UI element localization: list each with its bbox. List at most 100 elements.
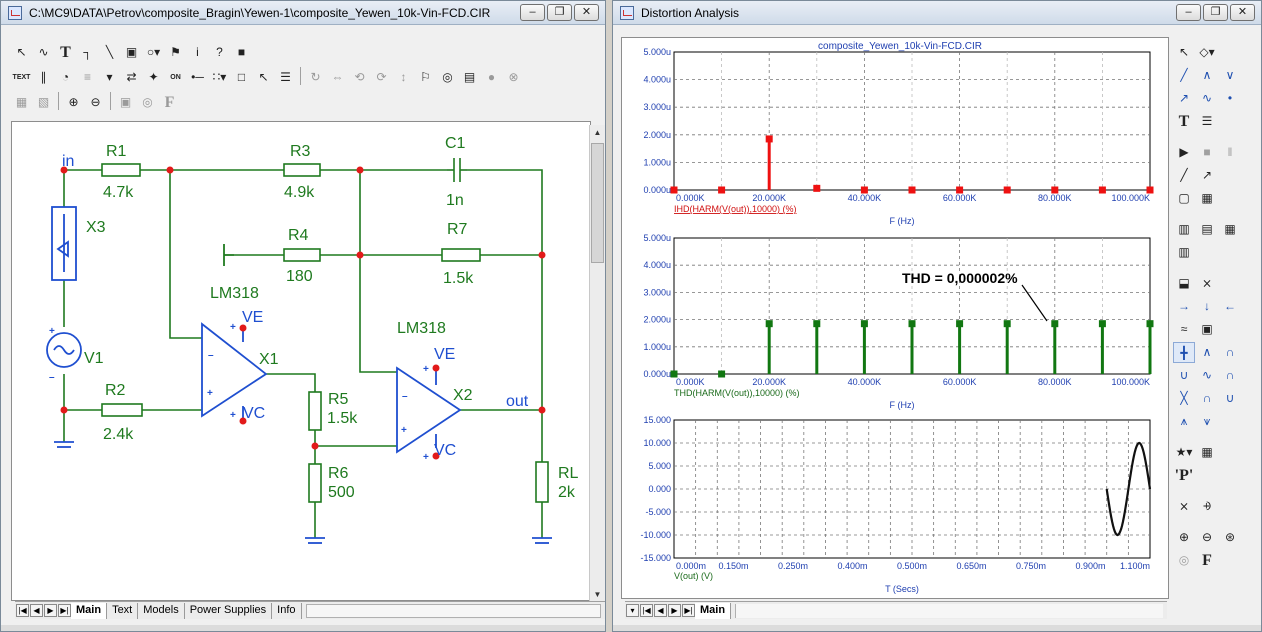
page-icon[interactable]: ▤ — [463, 69, 476, 84]
resistor-r6[interactable] — [308, 463, 322, 503]
close-button[interactable]: ✕ — [574, 4, 599, 21]
prev-page-icon[interactable]: ◀ — [30, 604, 43, 617]
zoom-out-icon[interactable]: ⊖ — [1201, 529, 1213, 544]
component-icon[interactable]: ▣ — [125, 44, 138, 59]
run-icon[interactable]: ▶ — [1179, 144, 1189, 159]
power-flow-icon[interactable]: ⇄ — [126, 69, 137, 84]
zoom-fit-icon[interactable]: ⊛ — [1224, 529, 1236, 544]
close-button[interactable]: ✕ — [1230, 4, 1255, 21]
grid-icon[interactable]: ▦ — [1201, 190, 1213, 205]
resistor-rl[interactable] — [535, 461, 549, 503]
flag-icon[interactable]: ⚑ — [170, 44, 181, 59]
probe-x3[interactable] — [51, 206, 77, 281]
tab-text[interactable]: Text — [107, 602, 139, 619]
inflection-icon[interactable]: ∿ — [1201, 90, 1213, 105]
peak-find-icon[interactable]: ∧ — [1202, 344, 1212, 359]
wire-tool-icon[interactable]: ∿ — [38, 44, 49, 59]
next-page-icon[interactable]: ▶ — [668, 604, 681, 617]
minimize-button[interactable]: – — [1176, 4, 1201, 21]
stop-icon[interactable]: ■ — [1203, 144, 1211, 159]
binoculars-icon[interactable]: ◎ — [442, 69, 453, 84]
opamp-x1[interactable] — [201, 322, 268, 418]
last-page-icon[interactable]: ▶| — [682, 604, 695, 617]
cursor-right-icon[interactable]: ← — [1224, 298, 1236, 313]
device-state-icon[interactable]: ✦ — [148, 69, 159, 84]
wave-icon[interactable]: ∿ — [1201, 367, 1213, 382]
peak-icon[interactable]: ∧ — [1202, 67, 1212, 82]
text-tool-icon[interactable]: T — [1178, 112, 1190, 130]
grid-full-icon[interactable]: ▦ — [1224, 221, 1236, 236]
point-icon[interactable]: • — [1227, 90, 1233, 105]
border-icon[interactable]: □ — [237, 69, 246, 84]
tangent-icon[interactable]: ╱ — [1180, 67, 1188, 82]
cut-icon[interactable]: ▦ — [15, 94, 28, 109]
on-off-icon[interactable]: ON — [170, 73, 181, 81]
voltage-source-v1[interactable] — [46, 332, 82, 368]
globe-icon[interactable]: ◎ — [142, 94, 153, 109]
select-arrow-icon[interactable]: ↖ — [1178, 44, 1190, 59]
scroll-up-icon[interactable]: ▲ — [593, 128, 602, 137]
dropdown-arrow-icon[interactable]: ▾ — [106, 69, 113, 84]
next-page-icon[interactable]: ▶ — [44, 604, 57, 617]
crossing-icon[interactable]: ⨯ — [1201, 275, 1213, 290]
scroll-thumb[interactable] — [591, 143, 604, 263]
shape-dropdown-icon[interactable]: ○▾ — [146, 44, 161, 59]
resistor-r1[interactable] — [101, 163, 141, 177]
p-key-icon[interactable]: 'P' — [1174, 466, 1194, 484]
maximize-button[interactable]: ❐ — [1203, 4, 1228, 21]
info-icon[interactable]: i — [196, 44, 199, 59]
camera-icon[interactable]: ▣ — [119, 94, 132, 109]
pause-icon[interactable]: ‖ — [1227, 144, 1233, 159]
tab-main[interactable]: Main — [71, 602, 108, 619]
minimize-button[interactable]: – — [520, 4, 545, 21]
flip-y-icon[interactable]: ⟳ — [376, 69, 387, 84]
tab-models[interactable]: Models — [138, 602, 185, 619]
rise-icon[interactable]: ∩ — [1225, 367, 1235, 382]
tab-info[interactable]: Info — [272, 602, 302, 619]
cancel-icon[interactable]: ⊗ — [508, 69, 519, 84]
resistor-r4[interactable] — [283, 248, 321, 262]
node-numbers-icon[interactable]: ∥ — [40, 69, 47, 84]
horizontal-scrollbar[interactable] — [735, 603, 1163, 618]
cursor-both-icon[interactable]: ╋ — [1173, 341, 1195, 363]
find-icon[interactable]: ⚐ — [420, 69, 431, 84]
horizontal-scrollbar[interactable] — [305, 603, 601, 618]
label-tool-icon[interactable]: ★▾ — [1175, 444, 1193, 459]
tab-power-supplies[interactable]: Power Supplies — [185, 602, 273, 619]
cursor-left-icon[interactable]: → — [1178, 298, 1190, 313]
properties-icon[interactable]: ☰ — [280, 69, 291, 84]
thd-annotation[interactable]: THD = 0,000002% — [902, 270, 1018, 286]
point-to-end-icon[interactable]: ■ — [237, 44, 246, 59]
fan-out-icon[interactable]: ⩛ — [1203, 413, 1211, 428]
zoom-in-icon[interactable]: ⊕ — [1178, 529, 1190, 544]
zoom-out-icon[interactable]: ⊖ — [90, 94, 101, 109]
arch-icon[interactable]: ∩ — [1225, 344, 1235, 359]
opamp-x2[interactable] — [396, 366, 462, 454]
flip-x-icon[interactable]: ⟲ — [354, 69, 365, 84]
zoom-in-icon[interactable]: ⊕ — [68, 94, 79, 109]
scale-mode-icon[interactable]: ◇▾ — [1199, 44, 1215, 59]
select-mode-icon[interactable]: ↖ — [258, 69, 269, 84]
diagonal-wire-icon[interactable]: ╲ — [105, 44, 114, 59]
grid-horizontal-icon[interactable]: ▤ — [1201, 221, 1213, 236]
first-page-icon[interactable]: |◀ — [16, 604, 29, 617]
schematic-vertical-scrollbar[interactable]: ▲ ▼ — [589, 125, 605, 603]
wire-orthogonal-icon[interactable]: ┐ — [83, 44, 92, 59]
grid-vertical-icon[interactable]: ▥ — [1178, 221, 1190, 236]
dip-icon[interactable]: ∪ — [1225, 390, 1235, 405]
current-display-icon[interactable]: ≡ — [83, 69, 91, 84]
globe-icon[interactable]: ◎ — [1178, 552, 1190, 567]
select-arrow-icon[interactable]: ↖ — [16, 44, 27, 59]
cursor-mid-icon[interactable]: ↓ — [1204, 298, 1210, 313]
frame-icon[interactable]: ▢ — [1178, 190, 1190, 205]
schematic-canvas[interactable]: –+ –+ ++ ++ +– R1 4.7k R3 4.9k C1 1n R4 … — [11, 121, 591, 601]
font-icon[interactable]: F — [1202, 551, 1212, 569]
help-icon[interactable]: ? — [216, 44, 223, 59]
stop-icon[interactable]: ● — [487, 69, 496, 84]
mirror-icon[interactable]: ⇔ — [331, 69, 344, 84]
maximize-button[interactable]: ❐ — [547, 4, 572, 21]
first-page-icon[interactable]: |◀ — [640, 604, 653, 617]
hump-icon[interactable]: ∩ — [1202, 390, 1212, 405]
resistor-r7[interactable] — [441, 248, 481, 262]
